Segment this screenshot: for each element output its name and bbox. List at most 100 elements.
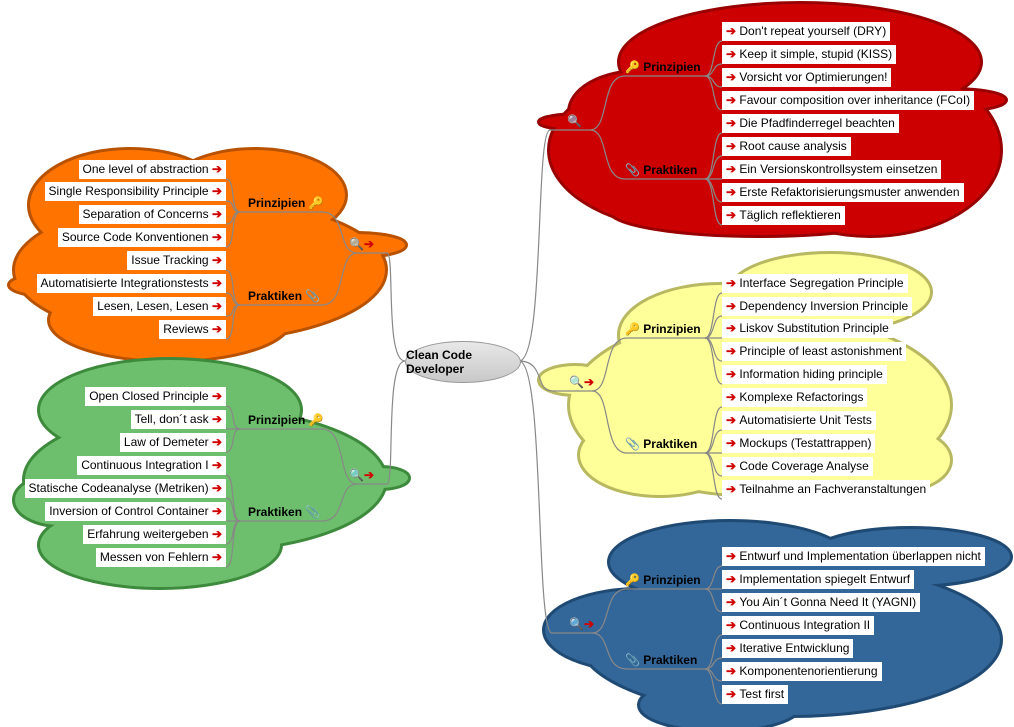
orange-item[interactable]: Issue Tracking ➔ (127, 251, 226, 270)
red-item[interactable]: ➔ Vorsicht vor Optimierungen! (722, 68, 892, 87)
yellow-item[interactable]: ➔ Komplexe Refactorings (722, 388, 868, 407)
yellow-item[interactable]: ➔ Automatisierte Unit Tests (722, 411, 876, 430)
item-label: Teilnahme an Fachveranstaltungen (739, 482, 927, 496)
blue-item[interactable]: ➔ Entwurf und Implementation überlappen … (722, 547, 985, 566)
orange-group-prinzipien[interactable]: Prinzipien 🔑 (248, 195, 324, 211)
green-item[interactable]: Statische Codeanalyse (Metriken) ➔ (24, 479, 226, 498)
central-topic-label: Clean Code Developer (406, 348, 473, 376)
blue-branch-toggle[interactable]: 🔍➔ (569, 617, 599, 633)
red-group-praktiken[interactable]: 📎 Praktiken (625, 162, 697, 178)
blue-group-praktiken[interactable]: 📎 Praktiken (625, 652, 697, 668)
group-label: Prinzipien (248, 413, 306, 427)
arrow-icon: ➔ (208, 299, 222, 313)
red-item[interactable]: ➔ Root cause analysis (722, 137, 851, 156)
red-branch-toggle[interactable]: 🔍➔ (567, 114, 597, 130)
blue-group-prinzipien[interactable]: 🔑 Prinzipien (625, 572, 701, 588)
green-item[interactable]: Law of Demeter ➔ (119, 433, 226, 452)
arrow-icon: ➔ (208, 435, 222, 449)
orange-item[interactable]: Single Responsibility Principle ➔ (44, 182, 226, 201)
orange-item[interactable]: Lesen, Lesen, Lesen ➔ (93, 297, 226, 316)
item-label: You Ain´t Gonna Need It (YAGNI) (739, 595, 917, 609)
red-item[interactable]: ➔ Keep it simple, stupid (KISS) (722, 45, 897, 64)
item-label: Liskov Substitution Principle (739, 321, 889, 335)
green-item[interactable]: Open Closed Principle ➔ (85, 387, 226, 406)
orange-item[interactable]: Source Code Konventionen ➔ (57, 228, 226, 247)
arrow-icon: ➔ (726, 344, 740, 358)
red-group-prinzipien[interactable]: 🔑 Prinzipien (625, 59, 701, 75)
blue-item[interactable]: ➔ Continuous Integration II (722, 616, 875, 635)
green-item[interactable]: Erfahrung weitergeben ➔ (83, 525, 226, 544)
red-item[interactable]: ➔ Die Pfadfinderregel beachten (722, 114, 899, 133)
item-label: Interface Segregation Principle (739, 276, 904, 290)
expand-arrow-icon: ➔ (363, 468, 375, 482)
arrow-icon: ➔ (726, 641, 740, 655)
arrow-icon: ➔ (726, 162, 740, 176)
red-item[interactable]: ➔ Favour composition over inheritance (F… (722, 91, 975, 110)
arrow-icon: ➔ (726, 185, 740, 199)
green-branch-toggle[interactable]: 🔍➔ (349, 468, 379, 484)
yellow-item[interactable]: ➔ Dependency Inversion Principle (722, 297, 913, 316)
green-group-praktiken[interactable]: Praktiken 📎 (248, 504, 320, 520)
orange-item[interactable]: Automatisierte Integrationstests ➔ (36, 274, 226, 293)
paperclip-icon: 📎 (302, 505, 321, 519)
red-item[interactable]: ➔ Erste Refaktorisierungsmuster anwenden (722, 183, 964, 202)
yellow-item[interactable]: ➔ Interface Segregation Principle (722, 274, 908, 293)
green-item[interactable]: Inversion of Control Container ➔ (45, 502, 226, 521)
orange-group-praktiken[interactable]: Praktiken 📎 (248, 288, 320, 304)
item-label: Information hiding principle (739, 367, 883, 381)
red-item[interactable]: ➔ Don't repeat yourself (DRY) (722, 22, 891, 41)
blue-item[interactable]: ➔ Test first (722, 685, 789, 704)
red-item[interactable]: ➔ Ein Versionskontrollsystem einsetzen (722, 160, 942, 179)
red-item[interactable]: ➔ Täglich reflektieren (722, 206, 845, 225)
arrow-icon: ➔ (726, 413, 740, 427)
orange-branch-toggle[interactable]: 🔍➔ (349, 237, 379, 253)
orange-item[interactable]: Separation of Concerns ➔ (78, 205, 226, 224)
expand-arrow-icon: ➔ (583, 617, 595, 631)
item-label: One level of abstraction (82, 162, 209, 176)
key-icon: 🔑 (305, 413, 324, 427)
green-item[interactable]: Tell, don´t ask ➔ (130, 410, 226, 429)
yellow-item[interactable]: ➔ Mockups (Testattrappen) (722, 434, 876, 453)
blue-item[interactable]: ➔ Komponentenorientierung (722, 662, 882, 681)
arrow-icon: ➔ (208, 527, 222, 541)
yellow-group-prinzipien[interactable]: 🔑 Prinzipien (625, 321, 701, 337)
group-label: Prinzipien (248, 196, 306, 210)
arrow-icon: ➔ (208, 276, 222, 290)
green-item[interactable]: Messen von Fehlern ➔ (95, 548, 226, 567)
item-label: Entwurf und Implementation überlappen ni… (739, 549, 981, 563)
yellow-item[interactable]: ➔ Liskov Substitution Principle (722, 319, 893, 338)
arrow-icon: ➔ (726, 549, 740, 563)
arrow-icon: ➔ (726, 618, 740, 632)
arrow-icon: ➔ (726, 299, 740, 313)
yellow-group-praktiken[interactable]: 📎 Praktiken (625, 436, 697, 452)
key-icon: 🔑 (625, 60, 644, 74)
blue-item[interactable]: ➔ You Ain´t Gonna Need It (YAGNI) (722, 593, 921, 612)
arrow-icon: ➔ (208, 412, 222, 426)
orange-item[interactable]: One level of abstraction ➔ (78, 160, 226, 179)
yellow-item[interactable]: ➔ Teilnahme an Fachveranstaltungen (722, 480, 931, 499)
green-item[interactable]: Continuous Integration I ➔ (77, 456, 226, 475)
yellow-branch-toggle[interactable]: 🔍➔ (569, 375, 599, 391)
central-topic[interactable]: Clean Code Developer (405, 341, 521, 383)
item-label: Täglich reflektieren (739, 208, 841, 222)
item-label: Continuous Integration I (81, 458, 209, 472)
blue-item[interactable]: ➔ Implementation spiegelt Entwurf (722, 570, 915, 589)
blue-item[interactable]: ➔ Iterative Entwicklung (722, 639, 854, 658)
item-label: Inversion of Control Container (49, 504, 209, 518)
item-label: Continuous Integration II (739, 618, 871, 632)
item-label: Tell, don´t ask (134, 412, 209, 426)
green-group-prinzipien[interactable]: Prinzipien 🔑 (248, 412, 324, 428)
item-label: Don't repeat yourself (DRY) (739, 24, 887, 38)
item-label: Mockups (Testattrappen) (739, 436, 872, 450)
item-label: Law of Demeter (123, 435, 209, 449)
orange-item[interactable]: Reviews ➔ (159, 320, 226, 339)
arrow-icon: ➔ (726, 24, 740, 38)
item-label: Komplexe Refactorings (739, 390, 864, 404)
arrow-icon: ➔ (726, 572, 740, 586)
yellow-item[interactable]: ➔ Information hiding principle (722, 365, 887, 384)
yellow-item[interactable]: ➔ Principle of least astonishment (722, 342, 907, 361)
yellow-item[interactable]: ➔ Code Coverage Analyse (722, 457, 873, 476)
item-label: Vorsicht vor Optimierungen! (739, 70, 888, 84)
item-label: Open Closed Principle (89, 389, 209, 403)
